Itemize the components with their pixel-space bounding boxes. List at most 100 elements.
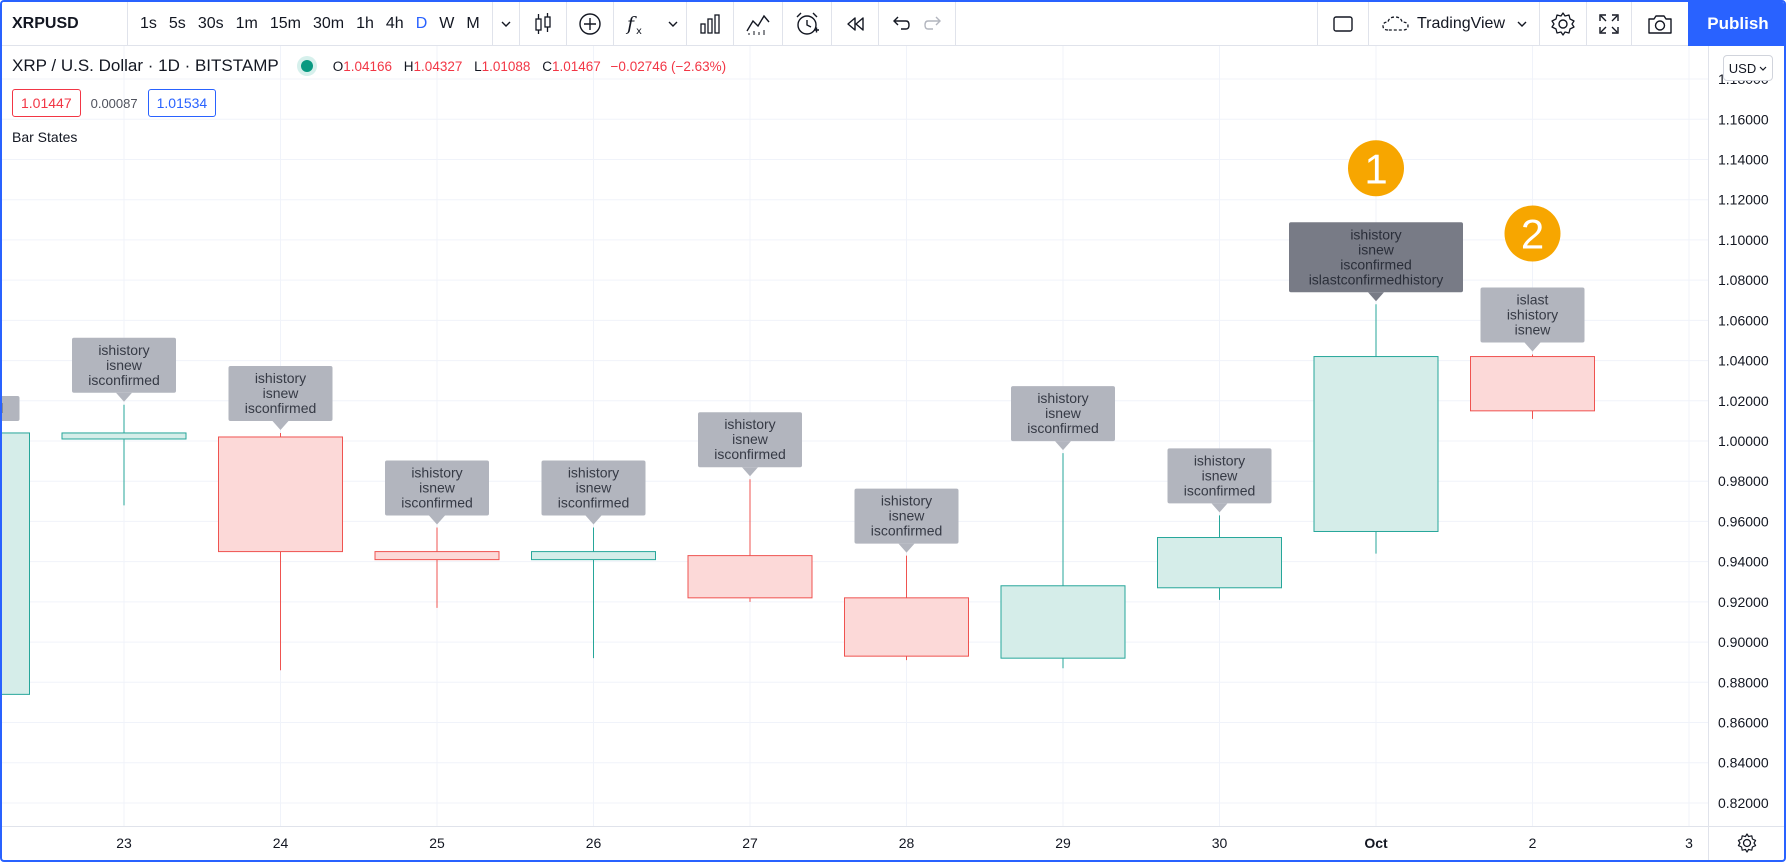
label-text: ishistory xyxy=(255,370,306,386)
candle-body xyxy=(1157,537,1282,589)
low-label: L xyxy=(474,58,482,74)
layout-name: TradingView xyxy=(1416,14,1505,32)
y-tick-label: 0.92000 xyxy=(1718,594,1769,610)
interval-30m[interactable]: 30m xyxy=(312,14,345,32)
settings-button[interactable] xyxy=(1540,2,1587,46)
currency-label: USD xyxy=(1728,60,1757,76)
settings-icon xyxy=(1551,11,1575,36)
label-box xyxy=(1480,287,1585,343)
label-text: ishistory xyxy=(1194,452,1245,468)
interval-1s[interactable]: 1s xyxy=(140,14,157,32)
layout-name-button[interactable]: TradingView xyxy=(1369,2,1540,46)
candle-body xyxy=(218,436,343,553)
redo-button[interactable] xyxy=(917,2,956,46)
x-tick-label: 28 xyxy=(899,835,915,851)
x-tick-label: 27 xyxy=(742,835,758,851)
candle-body xyxy=(374,551,500,561)
scale-settings-button[interactable] xyxy=(1732,830,1762,856)
candle-body xyxy=(61,432,187,440)
interval-30s[interactable]: 30s xyxy=(197,14,224,32)
publish-button[interactable]: Publish xyxy=(1688,2,1784,46)
label-text: isnew xyxy=(263,385,300,401)
replay-button[interactable] xyxy=(832,2,879,46)
cloud-icon xyxy=(1382,15,1409,31)
interval-w[interactable]: W xyxy=(439,14,455,32)
x-tick-label: 29 xyxy=(1055,835,1071,851)
label-text: isnew xyxy=(889,508,926,524)
interval-1h[interactable]: 1h xyxy=(356,14,374,32)
financials-button[interactable] xyxy=(687,2,734,46)
label-text: isnew xyxy=(732,431,769,447)
label-text: isconfirmed xyxy=(401,494,473,510)
y-tick-label: 1.10000 xyxy=(1718,232,1769,248)
label-text: isconfirmed xyxy=(714,446,786,462)
chevron-down-icon xyxy=(1517,21,1527,27)
redo-icon xyxy=(923,16,941,30)
legend-title[interactable]: XRP / U.S. Dollar · 1D · BITSTAMP xyxy=(12,56,279,75)
indicators-button[interactable]: f x xyxy=(614,2,660,46)
y-tick-label: 1.16000 xyxy=(1718,111,1769,127)
fullscreen-button[interactable] xyxy=(1587,2,1632,46)
candle-body xyxy=(1313,356,1439,532)
layout-select-button[interactable] xyxy=(1318,2,1369,46)
label-pointer xyxy=(898,543,915,553)
x-tick-label: Oct xyxy=(1364,835,1388,851)
x-tick-label: 25 xyxy=(429,835,445,851)
label-text: isnew xyxy=(1045,405,1082,421)
undo-button[interactable] xyxy=(879,2,917,46)
x-tick-label: 23 xyxy=(116,835,132,851)
label-text: isnew xyxy=(419,479,456,495)
interval-1m[interactable]: 1m xyxy=(235,14,258,32)
y-tick-label: 0.90000 xyxy=(1718,634,1769,650)
snapshot-button[interactable] xyxy=(1632,2,1688,46)
study-legend[interactable]: Bar States xyxy=(12,129,78,145)
interval-m[interactable]: M xyxy=(466,14,480,32)
market-status-icon[interactable] xyxy=(300,60,313,72)
alert-button[interactable] xyxy=(783,2,832,46)
buy-price-button[interactable]: 1.01534 xyxy=(147,89,217,117)
chevron-down-icon xyxy=(501,21,511,27)
label-box xyxy=(1167,448,1272,504)
undo-icon xyxy=(892,16,910,30)
price-chart[interactable]: 1.180001.160001.140001.120001.100001.080… xyxy=(2,46,1786,862)
candle-body xyxy=(844,597,969,657)
svg-text:x: x xyxy=(636,26,642,37)
compare-symbol-button[interactable] xyxy=(567,2,614,46)
y-tick-label: 1.12000 xyxy=(1718,192,1769,208)
candle-body xyxy=(1470,356,1595,412)
badge-number: 2 xyxy=(1521,211,1544,258)
candle: isconfirmed xyxy=(2,395,30,695)
interval-d[interactable]: D xyxy=(415,14,428,32)
interval-4h[interactable]: 4h xyxy=(385,14,404,32)
bar-state-label: ishistoryisnewisconfirmedislastconfirmed… xyxy=(1289,140,1463,302)
sell-price-button[interactable]: 1.01447 xyxy=(12,89,81,117)
label-text: isconfirmed xyxy=(558,494,630,510)
interval-dropdown[interactable] xyxy=(493,2,520,46)
label-text: isnew xyxy=(1515,322,1552,338)
chart-type-button[interactable] xyxy=(520,2,567,46)
label-text: isconfirmed xyxy=(88,372,160,388)
label-text: isnew xyxy=(1202,467,1239,483)
indicators-dropdown[interactable] xyxy=(660,2,687,46)
candle: ishistoryisnewisconfirmedislastconfirmed… xyxy=(1289,140,1463,554)
compare-icon xyxy=(746,14,770,35)
symbol-search[interactable]: XRPUSD xyxy=(2,2,128,46)
x-tick-label: 24 xyxy=(273,835,289,851)
y-tick-label: 0.82000 xyxy=(1718,795,1769,811)
currency-select[interactable]: USD xyxy=(1723,55,1773,81)
interval-15m[interactable]: 15m xyxy=(269,14,301,32)
compare-button[interactable] xyxy=(734,2,783,46)
label-text: ishistory xyxy=(1507,307,1558,323)
replay-icon xyxy=(846,16,864,31)
interval-5s[interactable]: 5s xyxy=(168,14,186,32)
